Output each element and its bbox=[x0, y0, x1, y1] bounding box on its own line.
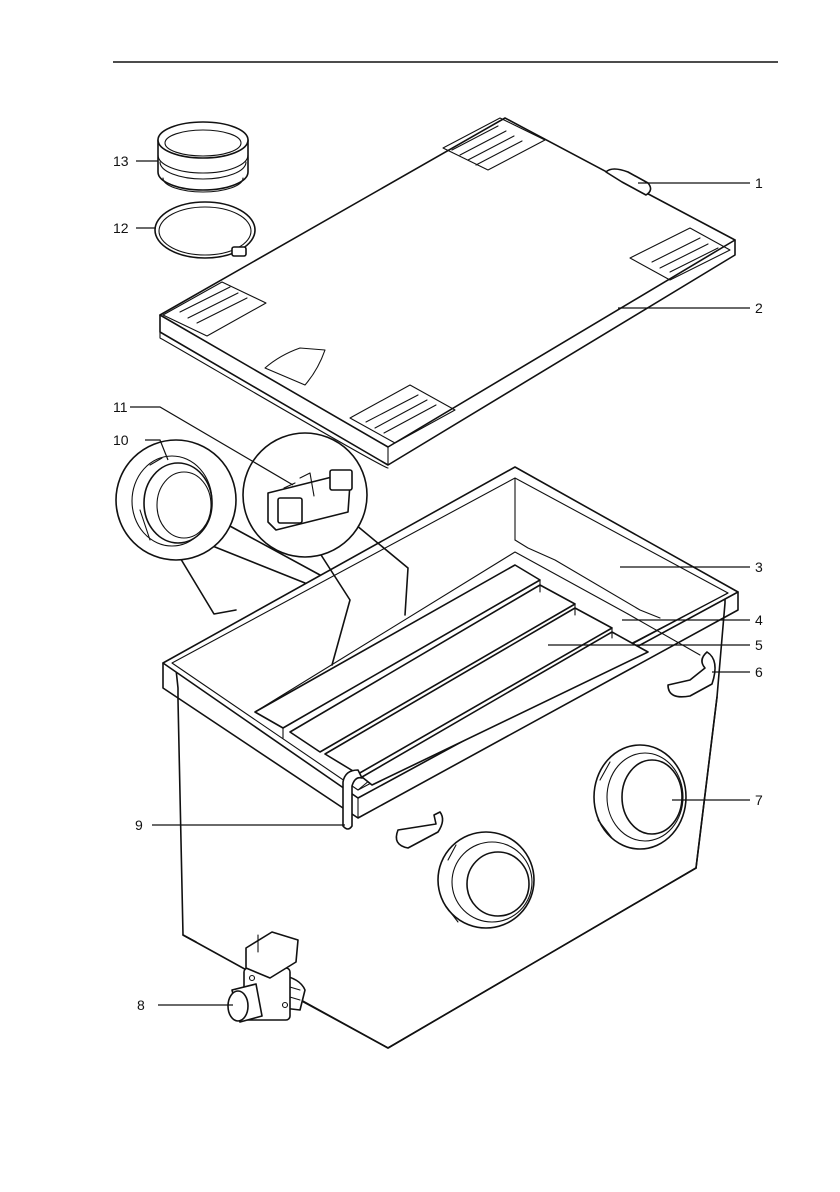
front-connector bbox=[438, 832, 534, 928]
part-13-coupling-ring bbox=[158, 122, 248, 192]
callout-13: 13 bbox=[113, 153, 129, 169]
callout-4: 4 bbox=[755, 612, 763, 628]
callout-7: 7 bbox=[755, 792, 763, 808]
part-7-right-connector bbox=[594, 745, 686, 849]
callout-3: 3 bbox=[755, 559, 763, 575]
part-12-hose-clamp bbox=[155, 202, 255, 258]
callout-5: 5 bbox=[755, 637, 763, 653]
callout-12: 12 bbox=[113, 220, 129, 236]
callout-11: 11 bbox=[113, 399, 128, 415]
callout-2: 2 bbox=[755, 300, 763, 316]
callout-9: 9 bbox=[135, 817, 143, 833]
callout-6: 6 bbox=[755, 664, 763, 680]
callout-10: 10 bbox=[113, 432, 129, 448]
callout-1: 1 bbox=[755, 175, 763, 191]
callout-8: 8 bbox=[137, 997, 145, 1013]
